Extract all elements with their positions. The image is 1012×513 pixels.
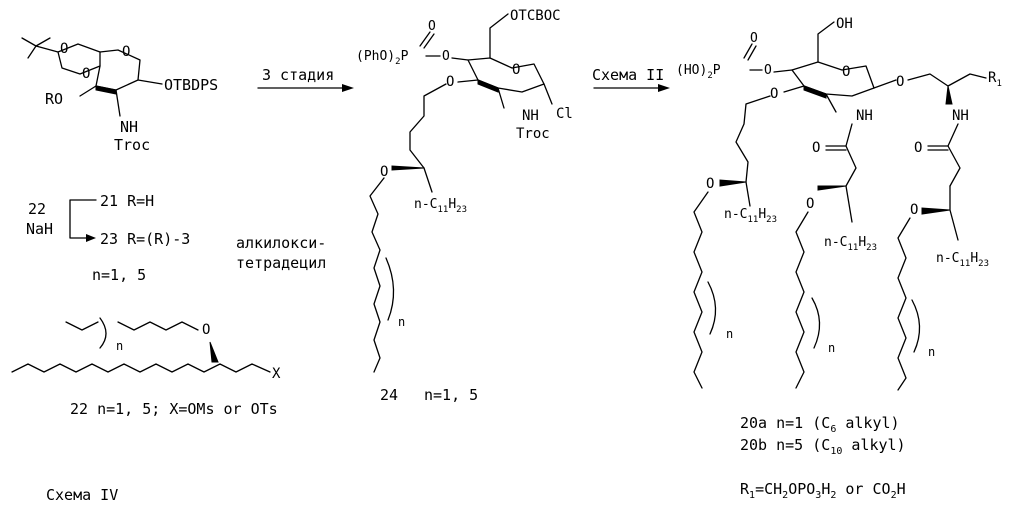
nh-group: NH: [120, 118, 138, 136]
reagent-22: 22: [28, 200, 46, 218]
arrow2-label: Схема II: [592, 66, 664, 84]
carbonyl-oxygen-1: O: [812, 140, 820, 156]
chain-oxygen-1: O: [706, 176, 714, 192]
label-20a: 20a n=1 (C6 alkyl): [740, 414, 900, 435]
ring-oxygen: O: [842, 64, 850, 80]
compound-23: 23 R=(R)-3: [100, 230, 190, 248]
bracket-n: n: [116, 339, 123, 353]
acetal-o2: O: [82, 66, 90, 82]
arrow-step1: 3 стадия: [258, 66, 354, 92]
chain-oxygen-3: O: [910, 202, 918, 218]
compound-22: n O X 22 n=1, 5; X=OMs or OTs: [12, 318, 281, 418]
alkyl-substituent: n-C11H23: [414, 197, 467, 215]
carbonyl-oxygen-2: O: [914, 140, 922, 156]
bracket-n-2: n: [828, 341, 835, 355]
alkyl-1: n-C11H23: [724, 207, 777, 225]
arrow-step2: Схема II: [592, 66, 670, 92]
r1-group: R1: [988, 70, 1002, 89]
compound22-label: 22 n=1, 5; X=OMs or OTs: [70, 400, 278, 418]
chain-oxygen-2: O: [806, 196, 814, 212]
n-values: n=1, 5: [424, 386, 478, 404]
arrow1-label: 3 стадия: [262, 66, 334, 84]
leaving-group-x: X: [272, 366, 281, 382]
label-20b: 20b n=5 (C10 alkyl): [740, 436, 906, 457]
otcboc-group: OTCBOC: [510, 8, 561, 24]
alkyl-3: n-C11H23: [936, 251, 989, 269]
alkyl-2: n-C11H23: [824, 235, 877, 253]
intermediate-24: OTCBOC (PhO)2P O O O O NH Troc Cl O n-C1…: [356, 8, 573, 404]
starting-glycoside: O O O RO OTBDPS NH Troc: [22, 38, 218, 154]
phos-hydroxy: (HO)2P: [676, 63, 721, 81]
phos-o-double: O: [428, 19, 436, 34]
reagent-nah: NaH: [26, 220, 53, 238]
nh-amide-1: NH: [856, 108, 873, 124]
compound-21: 21 R=H: [100, 192, 154, 210]
compound-number-24: 24: [380, 386, 398, 404]
nh-amide-2: NH: [952, 108, 969, 124]
ring-ether-o: O: [446, 74, 454, 90]
side-reaction: 22 NaH 21 R=H 23 R=(R)-3 алкилокси- тетр…: [26, 192, 326, 284]
phos-o-link: O: [442, 49, 450, 64]
bracket-n-3: n: [928, 345, 935, 359]
phos-o-link: O: [764, 63, 772, 78]
bracket-n-1: n: [726, 327, 733, 341]
hydroxyl: OH: [836, 16, 853, 32]
anomeric-oxygen: O: [896, 74, 904, 90]
otbdps-group: OTBDPS: [164, 76, 218, 94]
troc-group: Troc: [516, 126, 550, 142]
r1-definition: R1=CH2OPO3H2 or CO2H: [740, 480, 906, 501]
ring-oxygen: O: [122, 44, 130, 60]
chain-oxygen: O: [202, 322, 210, 338]
nh-group: NH: [522, 108, 539, 124]
reagent-name-2: тетрадецил: [236, 254, 326, 272]
troc-group: Troc: [114, 136, 150, 154]
chloride: Cl: [556, 106, 573, 122]
acetal-o1: O: [60, 41, 68, 57]
bracket-n: n: [398, 315, 405, 329]
product-20: (HO)2P O O OH O O R1 NH O NH O O n-C11H2…: [676, 16, 1002, 501]
scheme-caption: Схема IV: [46, 486, 118, 504]
n-values-side: n=1, 5: [92, 266, 146, 284]
ro-group: RO: [45, 90, 63, 108]
phos-o-double: O: [750, 31, 758, 46]
ring-ether-o: O: [770, 86, 778, 102]
reagent-name-1: алкилокси-: [236, 234, 326, 252]
phos-phenyl: (PhO)2P: [356, 49, 409, 67]
ring-oxygen: O: [512, 62, 520, 78]
